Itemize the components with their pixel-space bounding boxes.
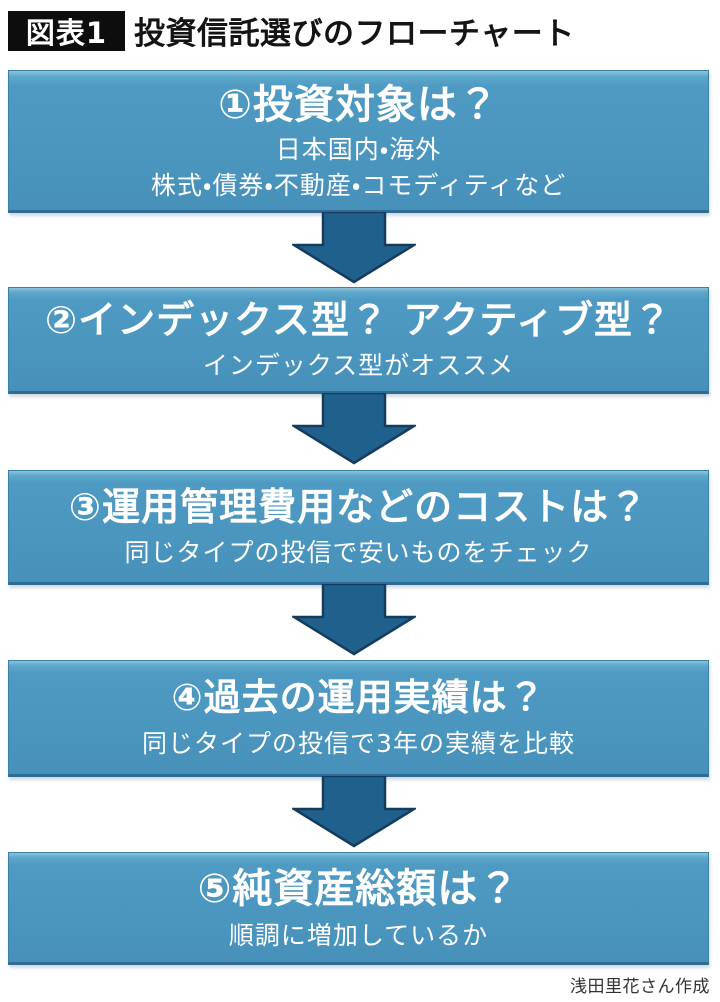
step-2-subline: インデックス型がオススメ: [202, 351, 515, 381]
step-3-heading: ③運用管理費用などのコストは？: [68, 484, 649, 529]
figure-number-badge: 図表1: [8, 10, 125, 51]
step-1-heading: ①投資対象は？: [218, 81, 499, 128]
step-box-4: ④過去の運用実績は？ 同じタイプの投信で3年の実績を比較: [8, 660, 709, 777]
step-1-subline: 日本国内・海外: [275, 134, 442, 164]
down-arrow-icon: [292, 584, 416, 656]
step-5-subline: 順調に増加しているか: [228, 920, 489, 950]
step-3-subline: 同じタイプの投信で安いものをチェック: [124, 538, 593, 568]
step-box-3: ③運用管理費用などのコストは？ 同じタイプの投信で安いものをチェック: [8, 470, 709, 585]
down-arrow-icon: [292, 212, 416, 284]
step-box-5: ⑤純資産総額は？ 順調に増加しているか: [8, 852, 709, 965]
step-5-heading: ⑤純資産総額は？: [197, 865, 520, 912]
source-credit: 浅田里花さん作成: [570, 977, 710, 997]
step-1-subline: 株式・債券・不動産・コモディティなど: [150, 170, 567, 200]
down-arrow-icon: [292, 776, 416, 848]
down-arrow-icon: [292, 393, 416, 465]
step-box-2: ②インデックス型？ アクティブ型？ インデックス型がオススメ: [8, 287, 709, 394]
step-2-heading: ②インデックス型？ アクティブ型？: [44, 297, 673, 342]
header: 図表1 投資信託選びのフローチャート: [8, 8, 712, 53]
step-4-subline: 同じタイプの投信で3年の実績を比較: [142, 728, 575, 758]
step-4-heading: ④過去の運用実績は？: [171, 676, 546, 720]
page-title: 投資信託選びのフローチャート: [134, 16, 575, 52]
step-box-1: ①投資対象は？ 日本国内・海外 株式・債券・不動産・コモディティなど: [8, 70, 709, 213]
